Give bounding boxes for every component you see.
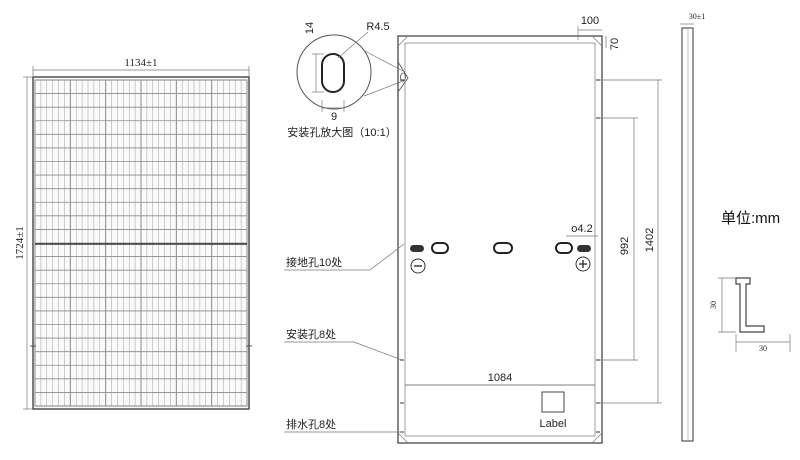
dim-1084: 1084 [488,372,512,384]
ground-hole-right-1 [555,242,573,254]
dim-1402: 1402 [644,228,656,252]
label-text: Label [540,418,567,430]
callout-drain: 排水孔8处 [286,417,336,431]
unit-label: 单位:mm [721,210,780,227]
frame-width-dim: 30 [759,344,767,353]
top-dim-100: 100 [581,15,599,27]
callout-ground: 接地孔10处 [286,256,342,269]
detail-oblong-hole [321,53,345,93]
detail-caption: 安装孔放大图（10:1） [287,125,396,139]
frame-section: 30 30 [709,277,791,353]
corner-chamfers [397,35,603,444]
detail-width-label: 9 [331,111,337,123]
front-width-dim: 1134±1 [124,57,157,69]
detail-radius-label: R4.5 [366,21,389,33]
back-panel-inner [404,42,596,437]
front-height-dim: 1724±1 [14,226,26,260]
center-hole [493,242,513,254]
cell-grid [34,80,248,406]
ground-hole-left-2 [431,242,449,254]
mounting-hole-detail: 14 R4.5 9 安装孔放大图（10:1） [287,21,404,139]
ground-hole-left-1 [410,245,424,252]
callout-mount: 安装孔8处 [286,327,336,341]
callout-mount-leader [353,341,403,361]
detail-height-label: 14 [304,22,316,34]
ground-hole-right-2 [577,245,591,252]
detail-leader-cone [362,49,404,97]
frame-height-dim: 30 [709,301,718,309]
mounting-ear-hole [400,72,406,82]
detail-circle [296,34,372,110]
frame-profile [735,277,765,333]
top-dim-70: 70 [609,38,621,50]
label-box [541,391,565,413]
hole-diameter-label: ο4.2 [571,223,592,235]
dim-992: 992 [619,237,631,255]
side-view: 30±1 [680,12,705,442]
back-view: ο4.2 100 70 992 1402 1 [284,15,662,444]
side-profile [681,27,694,442]
front-view: 1134±1 1724±1 [14,57,252,410]
detail-radius-leader [337,31,369,59]
callout-ground-leader [369,243,405,271]
back-panel-outer [397,35,603,444]
mounting-ear [397,61,409,93]
side-thickness-dim: 30±1 [689,12,705,21]
